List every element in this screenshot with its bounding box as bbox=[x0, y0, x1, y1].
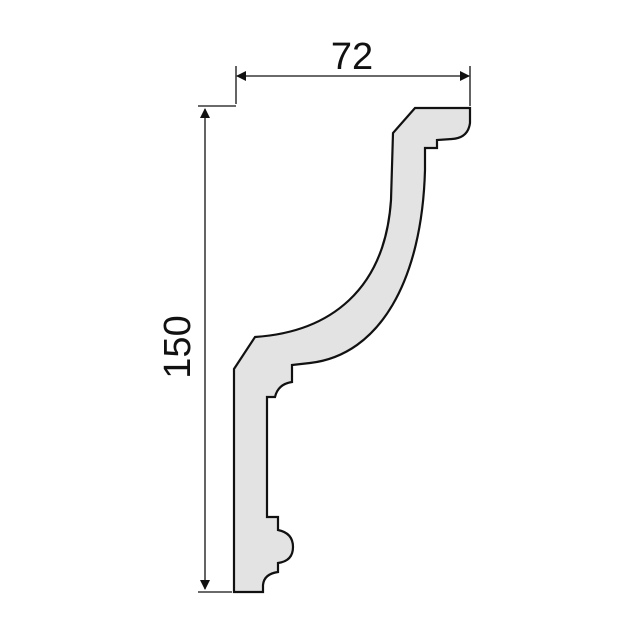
width-dimension bbox=[235, 66, 471, 106]
width-label: 72 bbox=[331, 36, 373, 78]
profile-shape bbox=[232, 106, 472, 594]
height-label: 150 bbox=[157, 315, 199, 378]
height-dimension bbox=[198, 105, 236, 593]
